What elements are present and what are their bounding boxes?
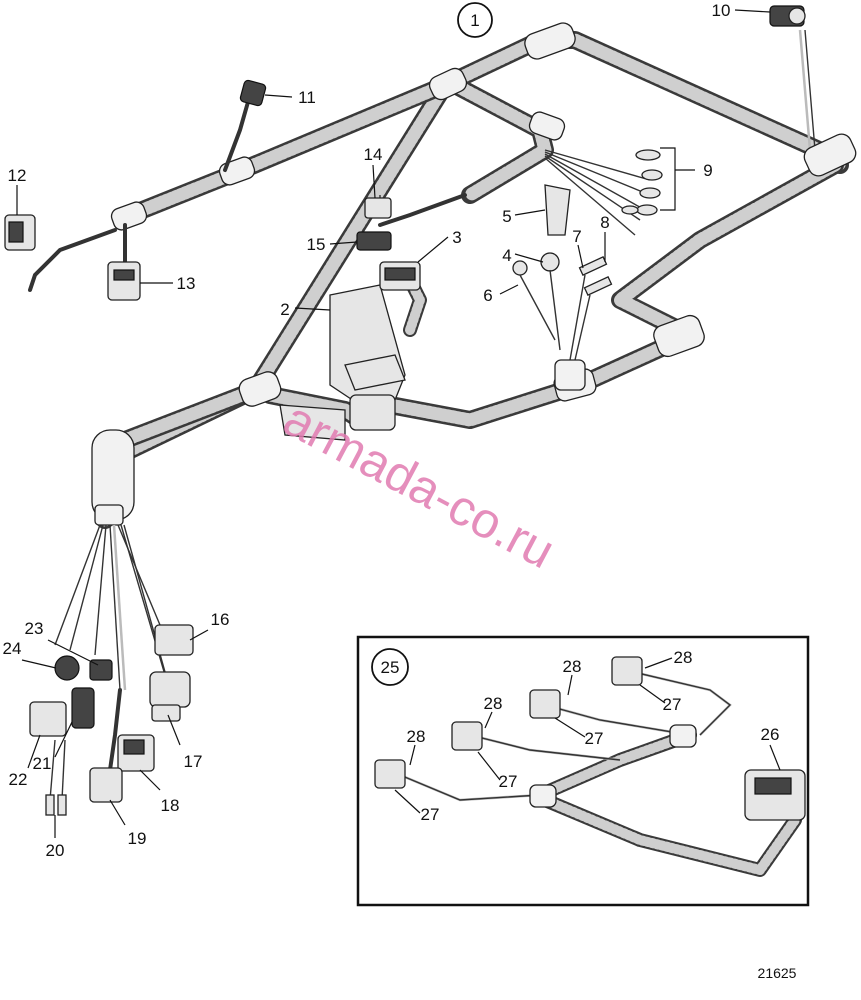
connector-12 bbox=[4, 214, 117, 292]
assembly-label: 1 bbox=[470, 11, 479, 30]
callout-5: 5 bbox=[502, 207, 511, 226]
callout-26: 26 bbox=[761, 725, 780, 744]
assembly-callout-1: 1 bbox=[457, 2, 493, 38]
callout-18: 18 bbox=[161, 796, 180, 815]
sub-assembly-label: 25 bbox=[381, 658, 400, 677]
callout-17: 17 bbox=[184, 752, 203, 771]
callout-28-d: 28 bbox=[674, 648, 693, 667]
callout-28-a: 28 bbox=[407, 727, 426, 746]
inset-harness bbox=[374, 656, 806, 877]
inset-frame bbox=[356, 635, 810, 907]
drawing-number: 21625 bbox=[758, 965, 797, 981]
callout-27-d: 27 bbox=[663, 695, 682, 714]
callout-15: 15 bbox=[307, 235, 326, 254]
main-harness bbox=[96, 29, 849, 529]
lower-breakout bbox=[29, 524, 194, 816]
callout-14: 14 bbox=[364, 145, 383, 164]
callout-21: 21 bbox=[33, 754, 52, 773]
bracket-connector bbox=[279, 284, 406, 441]
callout-4: 4 bbox=[502, 246, 511, 265]
callout-28-c: 28 bbox=[563, 657, 582, 676]
terminal-group bbox=[512, 149, 663, 391]
callout-7: 7 bbox=[572, 227, 581, 246]
callout-numbers: 2 3 4 5 6 7 8 9 10 11 12 13 14 15 16 17 … bbox=[3, 1, 780, 860]
callout-6: 6 bbox=[483, 286, 492, 305]
callout-13: 13 bbox=[177, 274, 196, 293]
callout-12: 12 bbox=[8, 166, 27, 185]
callout-11: 11 bbox=[298, 88, 316, 107]
callout-28-b: 28 bbox=[484, 694, 503, 713]
callout-24: 24 bbox=[3, 639, 22, 658]
callout-16: 16 bbox=[211, 610, 230, 629]
callout-9: 9 bbox=[703, 161, 712, 180]
callout-10: 10 bbox=[712, 1, 731, 20]
callout-20: 20 bbox=[46, 841, 65, 860]
callout-27-b: 27 bbox=[499, 772, 518, 791]
connector-10 bbox=[769, 5, 806, 27]
connector-11 bbox=[223, 79, 267, 172]
assembly-callout-25: 25 bbox=[371, 648, 409, 686]
callout-3: 3 bbox=[452, 228, 461, 247]
connector-14-15 bbox=[356, 193, 467, 251]
callout-23: 23 bbox=[25, 619, 44, 638]
callout-22: 22 bbox=[9, 770, 28, 789]
callout-27-c: 27 bbox=[585, 729, 604, 748]
callout-27-a: 27 bbox=[421, 805, 440, 824]
callout-19: 19 bbox=[128, 829, 147, 848]
connector-3 bbox=[379, 261, 421, 291]
callout-8: 8 bbox=[600, 213, 609, 232]
connector-13 bbox=[107, 223, 141, 301]
leader-lines bbox=[16, 9, 781, 838]
callout-2: 2 bbox=[280, 300, 289, 319]
